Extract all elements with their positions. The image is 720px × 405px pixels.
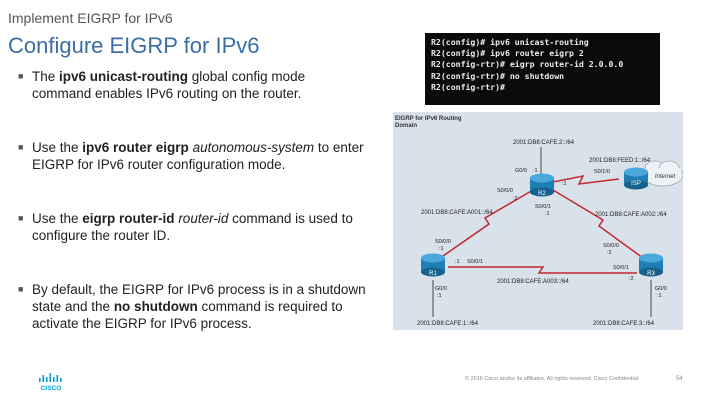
interface-host-label: :1 (533, 168, 538, 174)
cli-line: R2(config-rtr)# (431, 81, 505, 92)
command-keyword: ipv6 unicast-routing (59, 69, 189, 84)
slide-title: Configure EIGRP for IPv6 (8, 33, 260, 58)
command-keyword: ipv6 router eigrp (82, 140, 189, 155)
command-argument: autonomous-system (192, 140, 315, 155)
cli-line: R2(config)# ipv6 router eigrp 2 (431, 48, 584, 59)
bullet-1: ■ The ipv6 unicast-routing global config… (18, 68, 368, 102)
network-label: 2001:DB8:CAFE:3::/64 (593, 321, 655, 327)
bullet-4: ■ By default, the EIGRP for IPv6 process… (18, 281, 368, 332)
router-r1-label: R1 (429, 271, 437, 277)
bullet-marker: ■ (18, 213, 24, 223)
cli-line: R2(config-rtr)# no shutdown (431, 70, 565, 81)
cisco-bridge-icon: CISCO (39, 373, 62, 392)
command-keyword: no shutdown (113, 299, 198, 314)
bullet-text-segment: command is used to configure the router … (32, 211, 353, 243)
cli-line: R2(config-rtr)# eigrp router-id 2.0.0.0 (431, 59, 624, 70)
serial-link-r1-r3 (448, 266, 637, 274)
interface-label: S0/0/0 (497, 188, 513, 194)
interface-host-label: :1 (562, 181, 567, 187)
bullet-text-segment: By default, the EIGRP for IPv6 process i… (32, 282, 366, 314)
bullet-text: The ipv6 unicast-routing global config m… (32, 68, 368, 102)
interface-host-label: :2 (513, 196, 518, 202)
interface-label: S0/0/0 (603, 243, 619, 249)
interface-host-label: :1 (657, 293, 662, 299)
bullet-text: By default, the EIGRP for IPv6 process i… (32, 281, 368, 332)
internet-cloud-icon (642, 160, 683, 187)
bullet-text: Use the ipv6 router eigrp autonomous-sys… (32, 139, 368, 173)
command-argument: router-id (178, 211, 229, 226)
router-isp-label: ISP (631, 181, 641, 187)
cli-line: R2(config)# ipv6 unicast-routing (431, 37, 589, 47)
internet-label: Internet (655, 174, 676, 180)
interface-label: S0/0/1 (613, 265, 629, 271)
router-r2-label: R2 (538, 191, 546, 197)
interface-host-label: :2 (629, 276, 634, 282)
bullet-marker: ■ (18, 142, 24, 152)
interface-host-label: :1 (437, 293, 442, 299)
bullet-text-segment: to enter EIGRP for IPv6 router configura… (32, 140, 364, 172)
router-isp-icon (624, 167, 648, 190)
diagram-background (393, 112, 683, 330)
interface-label: S0/0/0 (435, 239, 451, 245)
bullet-text: Use the eigrp router-id router-id comman… (32, 210, 368, 244)
interface-host-label: :1 (545, 211, 550, 217)
interface-host-label: :1 (439, 246, 444, 252)
interface-label: G0/0 (655, 286, 667, 292)
serial-link-r2-r3 (552, 189, 644, 259)
serial-link-r2-isp (552, 174, 620, 185)
bullet-text-segment: Use the (32, 140, 83, 155)
page-number: 54 (676, 376, 683, 382)
routing-domain-label: Domain (395, 123, 417, 129)
bullet-marker: ■ (18, 71, 24, 81)
interface-label: G0/0 (515, 168, 527, 174)
network-label: 2001:DB8:FEED:1::/64 (589, 158, 651, 164)
footer-copyright: © 2016 Cisco and/or its affiliates. All … (465, 376, 639, 382)
interface-host-label: :2 (607, 250, 612, 256)
interface-label: S0/0/1 (467, 259, 483, 265)
interface-host-label: :1 (455, 259, 460, 265)
interface-label: S0/1/0 (594, 169, 610, 175)
bullet-3: ■ Use the eigrp router-id router-id comm… (18, 210, 368, 244)
bullet-2: ■ Use the ipv6 router eigrp autonomous-s… (18, 139, 368, 173)
network-label: 2001:DB8:CAFE:1::/64 (417, 321, 479, 327)
bullet-text-segment: command is required to activate the EIGR… (32, 299, 343, 331)
interface-label: G0/0 (435, 286, 447, 292)
bullet-text-segment: global config mode command enables IPv6 … (32, 69, 306, 101)
bullet-text-segment: The (32, 69, 60, 84)
network-label: 2001:DB8:CAFE:2::/64 (513, 140, 575, 146)
router-r2-icon (530, 173, 554, 197)
topology-diagram: EIGRP for IPv6 Routing Domain Internet R… (393, 112, 683, 330)
router-r3-label: R3 (647, 271, 655, 277)
cli-terminal: R2(config)# ipv6 unicast-routing R2(conf… (425, 33, 660, 105)
cisco-logo: CISCO (38, 372, 68, 397)
bullet-marker: ■ (18, 284, 24, 294)
logo-wordmark: CISCO (41, 385, 62, 392)
serial-link-r1-r2 (442, 189, 534, 257)
interface-label: S0/0/1 (535, 204, 551, 210)
router-r3-icon (639, 253, 663, 277)
network-label: 2001:DB8:CAFE:A003::/64 (497, 279, 569, 285)
routing-domain-label: EIGRP for IPv6 Routing (395, 116, 462, 122)
slide-supertitle: Implement EIGRP for IPv6 (8, 10, 173, 26)
network-label: 2001:DB8:CAFE:A001::/64 (421, 210, 493, 216)
bullet-text-segment: Use the (32, 211, 83, 226)
command-keyword: eigrp router-id (82, 211, 175, 226)
network-label: 2001:DB8:CAFE:A002::/64 (595, 212, 667, 218)
router-r1-icon (421, 253, 445, 277)
